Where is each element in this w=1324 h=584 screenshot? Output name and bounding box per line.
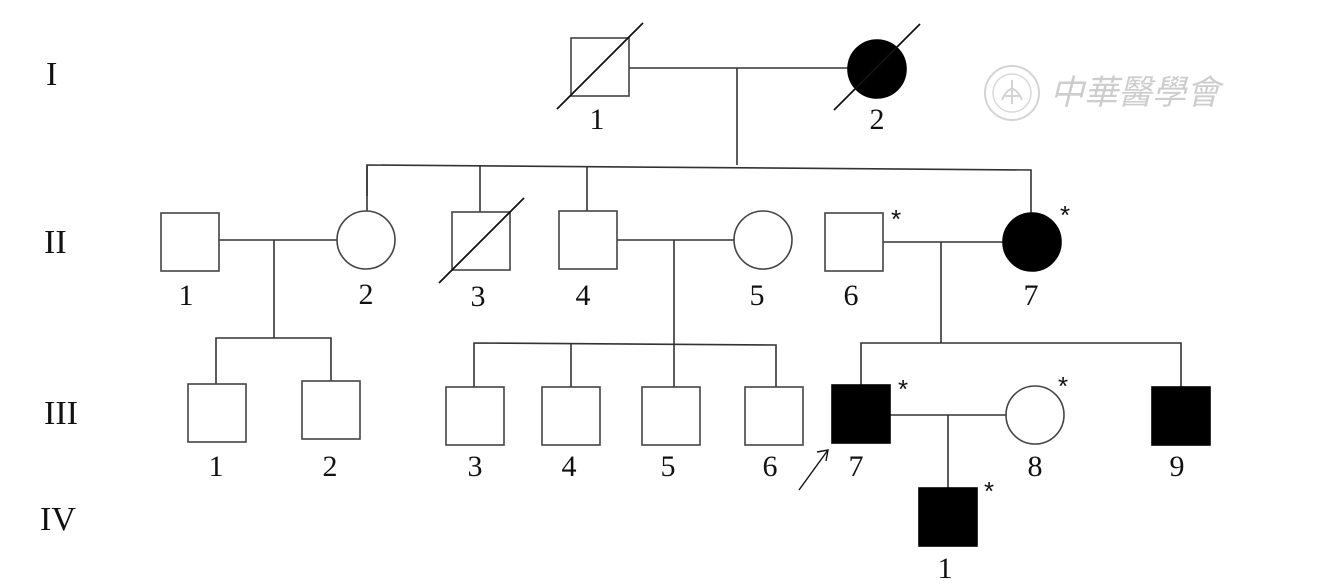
individual-III3: 3 — [445, 386, 505, 483]
individual-number: 4 — [562, 450, 577, 483]
individual-number: 1 — [179, 279, 194, 312]
individual-number: 5 — [750, 279, 765, 312]
individual-II5: 5 — [733, 210, 793, 312]
individual-II4: 4 — [558, 210, 618, 312]
individual-II2: 2 — [336, 210, 396, 311]
individual-number: 9 — [1170, 450, 1185, 483]
male-symbol — [824, 212, 884, 272]
male-symbol — [641, 386, 701, 446]
female-symbol — [336, 210, 396, 270]
sibship-line-III-7-9 — [860, 342, 1182, 387]
individual-number: 6 — [844, 279, 859, 312]
individual-number: 1 — [590, 103, 605, 136]
female-affected-symbol — [1002, 212, 1062, 272]
individual-III4: 4 — [541, 386, 601, 483]
individual-II3: 3 — [438, 197, 525, 313]
male-symbol — [445, 386, 505, 446]
male-affected-symbol — [918, 487, 978, 547]
individual-III8: * 8 — [1005, 371, 1068, 483]
generation-label-IV: IV — [40, 501, 76, 538]
male-affected-symbol — [1151, 386, 1211, 446]
tested-marker: * — [898, 374, 908, 404]
individual-number: 2 — [323, 450, 338, 483]
sibship-line-III-1-2 — [215, 337, 332, 384]
society-seal-icon — [984, 65, 1040, 121]
deceased-slash — [556, 22, 644, 110]
generation-label-II: II — [44, 224, 67, 261]
individual-number: 6 — [763, 450, 778, 483]
individual-III7: * 7 — [798, 374, 908, 491]
male-symbol — [744, 386, 804, 446]
sibship-line-III-3-6 — [473, 342, 777, 387]
individual-II6: * 6 — [824, 204, 901, 312]
individual-number: 2 — [870, 103, 885, 136]
female-affected-symbol — [847, 39, 907, 99]
watermark-text: 中華醫學會 — [1050, 73, 1225, 113]
individual-number: 3 — [471, 280, 486, 313]
individual-number: 4 — [576, 279, 591, 312]
deceased-slash — [438, 197, 525, 284]
tested-marker: * — [891, 204, 901, 234]
individual-I1: 1 — [556, 22, 644, 136]
individual-III1: 1 — [187, 383, 247, 483]
tested-marker: * — [1058, 371, 1068, 401]
male-symbol — [558, 210, 618, 270]
male-symbol — [541, 386, 601, 446]
male-symbol — [187, 383, 247, 443]
deceased-slash — [833, 23, 921, 111]
individual-number: 1 — [209, 450, 224, 483]
male-symbol — [301, 380, 361, 440]
individual-I2: 2 — [833, 23, 921, 136]
sibship-line-II — [366, 164, 1032, 214]
individual-IV1: * 1 — [918, 476, 994, 584]
female-symbol — [733, 210, 793, 270]
individual-number: 8 — [1028, 450, 1043, 483]
individual-number: 3 — [468, 450, 483, 483]
individual-III6: 6 — [744, 386, 804, 483]
watermark: 中華醫學會 — [984, 65, 1225, 121]
individual-III9: 9 — [1151, 386, 1211, 483]
tested-marker: * — [984, 476, 994, 506]
female-symbol — [1005, 385, 1065, 445]
individual-number: 5 — [661, 450, 676, 483]
individual-II1: 1 — [160, 212, 220, 312]
generation-label-I: I — [46, 56, 57, 93]
proband-arrow-icon — [798, 449, 829, 491]
male-affected-symbol — [831, 384, 891, 444]
male-symbol — [160, 212, 220, 272]
individual-number: 7 — [1024, 279, 1039, 312]
tested-marker: * — [1060, 200, 1070, 230]
individual-number: 7 — [849, 450, 864, 483]
individual-number: 2 — [359, 278, 374, 311]
individual-II7: * 7 — [1002, 200, 1070, 312]
individual-III2: 2 — [301, 380, 361, 483]
generation-label-III: III — [44, 395, 78, 432]
individual-number: 1 — [938, 552, 953, 584]
individual-III5: 5 — [641, 386, 701, 483]
